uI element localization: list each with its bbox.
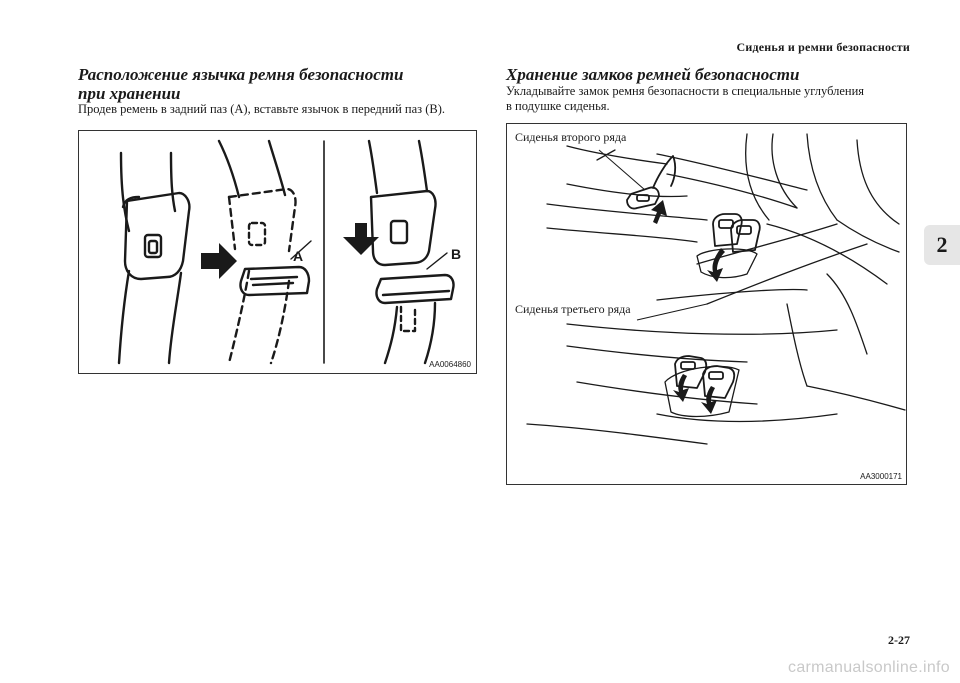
- right-body-line2: в подушке сиденья.: [506, 99, 610, 113]
- figure-buckle-storage: Сиденья второго ряда Сиденья третьего ря…: [506, 123, 907, 485]
- callout-line-second-row: [598, 149, 646, 191]
- arrow-down-icon: [343, 223, 379, 255]
- figure-code-right: AA3000171: [860, 472, 902, 481]
- figure-code-left: AA0064860: [429, 360, 471, 369]
- left-body-text: Продев ремень в задний паз (А), вставьте…: [78, 102, 446, 116]
- arrow-down-icon-third-row-left: [673, 374, 689, 402]
- label-b: B: [451, 246, 461, 262]
- callout-third-row: Сиденья третьего ряда: [513, 302, 633, 317]
- figure-tongue-storage: A B AA0064860: [78, 130, 477, 374]
- right-body-line1: Укладывайте замок ремня безопасности в с…: [506, 84, 865, 98]
- seatbelt-tongue-illustration: A B AA0064860: [117, 139, 472, 369]
- arrow-up-icon: [651, 200, 667, 224]
- arrow-right-icon: [201, 243, 237, 279]
- arrow-down-icon-third-row-right: [701, 386, 717, 414]
- chapter-tab: 2: [924, 225, 960, 265]
- arrow-down-icon-second-row: [707, 248, 725, 282]
- seat-buckle-illustration: [526, 133, 906, 445]
- right-body-text: Укладывайте замок ремня безопасности в с…: [506, 84, 864, 114]
- running-header: Сиденья и ремни безопасности: [736, 40, 910, 54]
- watermark: carmanualsonline.info: [788, 659, 950, 676]
- section-title-left-line2: при хранении: [78, 84, 181, 103]
- section-title-right: Хранение замков ремней безопасности: [506, 65, 800, 84]
- label-a: A: [293, 248, 303, 264]
- callout-line-third-row: [636, 303, 708, 321]
- section-title-left: Расположение язычка ремня безопасности п…: [78, 65, 403, 103]
- page-number: 2-27: [888, 633, 910, 647]
- section-title-left-line1: Расположение язычка ремня безопасности: [78, 65, 404, 84]
- callout-second-row: Сиденья второго ряда: [513, 130, 629, 145]
